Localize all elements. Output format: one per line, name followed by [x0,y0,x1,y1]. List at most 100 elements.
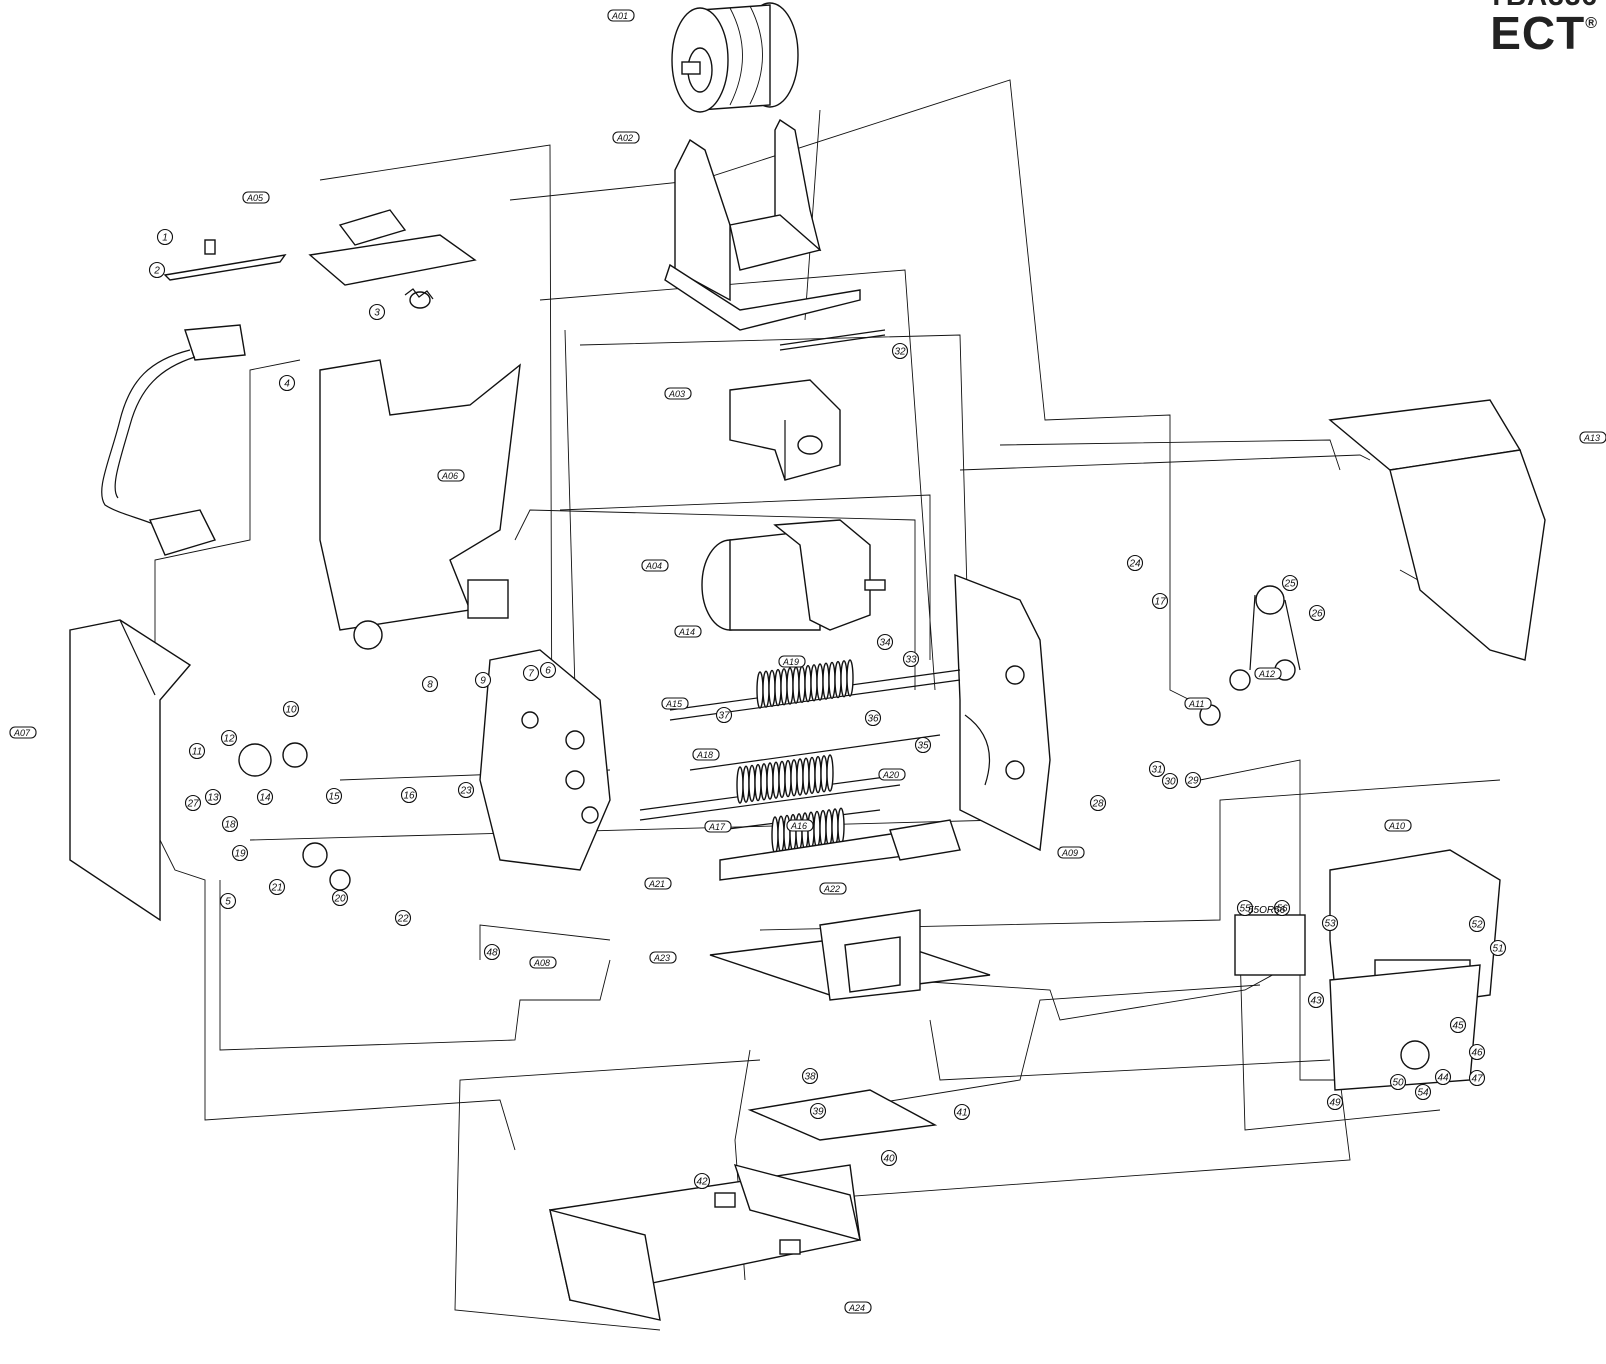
roller-fin [814,755,822,794]
roller-fin [798,665,806,704]
part-callout-text: 7 [528,669,534,680]
brand-logo: TBA336 ECT® [1488,0,1598,56]
part-callout-6: 6 [539,661,557,679]
part-callout-19: 19 [231,844,249,862]
side-frame-a08 [479,649,611,871]
part-callout-text: 34 [879,638,891,649]
plate-a06 [319,359,521,650]
assembly-tag-a23: A23 [649,951,677,964]
roller-fin [784,759,792,798]
assembly-tag-a12: A12 [1254,667,1282,680]
assembly-tag-text: A16 [790,821,807,831]
assembly-tag-text: A11 [1188,699,1204,709]
roller-fin [846,659,854,697]
part-callout-30: 30 [1161,772,1179,790]
part-callout-text: 27 [186,799,199,810]
part-callout-10: 10 [282,700,300,718]
roller-fin [786,667,794,705]
part-callout-text: 2 [153,266,160,277]
assembly-tag-a02: A02 [612,131,640,144]
part-callout-2: 2 [148,261,166,279]
part-callout-15: 15 [325,787,343,805]
part-callout-text: 35 [917,741,929,752]
assembly-tag-text: A18 [696,750,713,760]
assembly-tag-text: A02 [616,133,633,143]
assembly-tag-text: A13 [1583,433,1600,443]
part-callout-37: 37 [715,706,733,724]
roller-fin [820,755,828,793]
part-callout-text: 31 [1151,765,1162,776]
assembly-tag-text: A01 [611,11,628,21]
assembly-tag-a11: A11 [1184,697,1212,710]
assembly-tag-text: A09 [1061,848,1078,858]
part-callout-text: 36 [867,714,879,725]
assembly-tags: A01A02A03A04A05A06A07A08A09A10A11A12A13A… [9,9,1606,1314]
assembly-tag-a03: A03 [664,387,692,400]
part-callout-text: 51 [1492,944,1503,955]
part-callout-21: 21 [268,878,286,896]
part-callout-text: 23 [459,786,472,797]
assembly-tag-a20: A20 [878,768,906,781]
part-callout-55: 55 [1236,899,1254,917]
part-callout-53: 53 [1321,914,1339,932]
assembly-tag-a13: A13 [1579,431,1606,444]
roller-fin [742,765,750,803]
assembly-tag-text: A05 [246,193,264,203]
part-callout-13: 13 [204,788,222,806]
part-callout-31: 31 [1148,760,1166,778]
roller-fin [792,666,800,704]
part-callout-17: 17 [1151,592,1169,610]
roller-fin [826,754,834,792]
assembly-tag-a17: A17 [704,820,732,833]
bottom-pan-a24 [549,1163,861,1321]
assembly-tag-text: A12 [1258,669,1275,679]
assembly-tag-text: A04 [645,561,662,571]
roller-fin [828,661,836,700]
roller-fin [813,810,821,849]
bracket-a05 [163,209,477,309]
part-callout-39: 39 [809,1102,827,1120]
part-callout-32: 32 [891,342,909,360]
assembly-tag-a10: A10 [1384,819,1412,832]
part-callout-text: 45 [1452,1021,1464,1032]
roller-fin [762,670,770,708]
or-label: 55OR56 [1248,905,1286,916]
part-callout-54: 54 [1414,1083,1432,1101]
part-callout-text: 19 [234,849,246,860]
part-callout-text: 25 [1283,579,1296,590]
left-cover-a07 [69,619,192,922]
part-callout-42: 42 [693,1172,711,1190]
part-callout-text: 6 [545,666,551,677]
assembly-tag-a22: A22 [819,882,847,895]
part-callout-29: 29 [1184,771,1202,789]
part-callout-text: 18 [224,820,236,831]
assembly-tag-text: A15 [665,699,683,709]
part-callout-text: 48 [486,948,498,959]
part-callout-text: 38 [804,1072,816,1083]
part-callout-text: 43 [1310,996,1322,1007]
assembly-tag-a19: A19 [778,655,806,668]
assembly-tag-text: A03 [668,389,685,399]
bracket-a03 [729,379,841,481]
part-callout-text: 4 [284,379,290,390]
assembly-tag-text: A22 [823,884,840,894]
roller-fin [808,756,816,795]
power-cable [101,324,246,556]
transformer-a23 [709,909,991,1141]
assembly-tag-a04: A04 [641,559,669,572]
assembly-tag-text: A23 [653,953,670,963]
part-callout-text: 47 [1471,1074,1483,1085]
assembly-tag-text: A06 [441,471,458,481]
part-callout-text: 39 [812,1107,824,1118]
roller-fin [837,807,845,845]
part-callout-45: 45 [1449,1016,1467,1034]
part-callout-text: 55 [1239,904,1251,915]
part-callout-43: 43 [1307,991,1325,1009]
roller-fin [822,662,830,700]
part-callout-text: 37 [718,711,730,722]
assembly-tag-a08: A08 [529,956,557,969]
roller-fin [802,757,810,795]
roller-fin [756,671,764,709]
chain-drive [238,585,1301,891]
